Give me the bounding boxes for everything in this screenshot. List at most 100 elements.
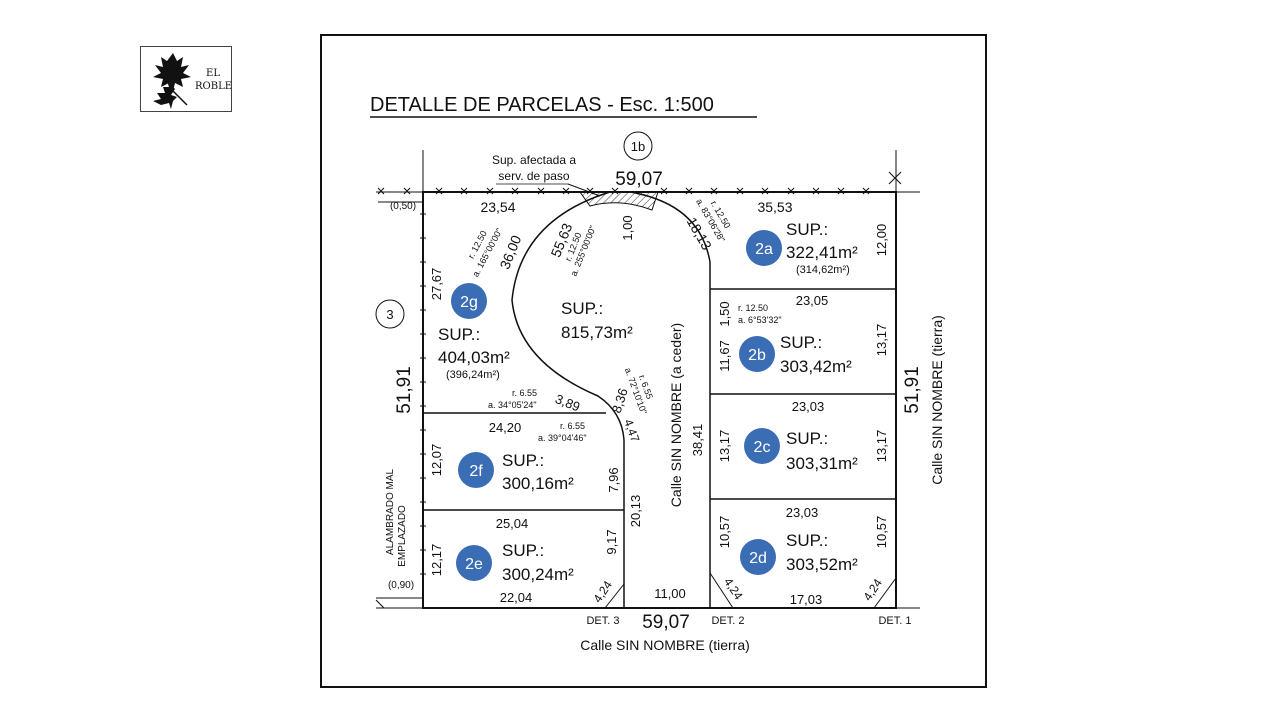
street-right-label: Calle SIN NOMBRE (tierra) <box>929 315 945 485</box>
dim-12-00: 12,00 <box>874 224 889 257</box>
parcel-2c: 2c SUP.: 303,31m² <box>744 428 858 473</box>
logo: EL ROBLE <box>140 46 232 112</box>
dim-13-17-2b: 13,17 <box>874 324 889 357</box>
dim-11-00: 11,00 <box>654 586 686 601</box>
curve-4-radius: r. 12.50 <box>738 303 768 313</box>
parcel-id-2d: 2d <box>749 550 767 567</box>
dim-9-17: 9,17 <box>604 529 619 554</box>
parcel-badge-2b <box>739 336 775 372</box>
dim-27-67: 27,67 <box>429 268 444 301</box>
parcel-sup-2b: SUP.: <box>780 333 822 352</box>
curve-7-radius: r. 6.55 <box>560 421 585 431</box>
curve-5-angle: a. 34°05'24" <box>488 400 537 410</box>
curve-4-angle: a. 6°53'32" <box>738 315 782 325</box>
parcel-area-2e: 300,24m² <box>502 565 574 584</box>
parcel-badge-2c <box>744 428 780 464</box>
parcel-id-2f: 2f <box>469 463 483 480</box>
parcel-area-2b: 303,42m² <box>780 357 852 376</box>
parcel-badge-2d <box>740 539 776 575</box>
parcel-sup-2a: SUP.: <box>786 220 828 239</box>
parcel-area-2a: 322,41m² <box>786 243 858 262</box>
block-boundary <box>422 191 897 609</box>
dim-4-24-2d-right: 4,24 <box>860 576 885 603</box>
easement-leader <box>567 183 601 197</box>
parcel-id-2g: 2g <box>460 294 478 311</box>
parcel-2f: 2f SUP.: 300,16m² <box>458 451 574 493</box>
fence-markers-left <box>375 213 426 609</box>
cul-de-sac-left-edge <box>511 191 625 608</box>
parcel-area-2d: 303,52m² <box>786 555 858 574</box>
parcel-sup-2c: SUP.: <box>786 429 828 448</box>
parcel-sup-2g: SUP.: <box>438 325 480 344</box>
dim-7-96: 7,96 <box>606 467 621 492</box>
dim-25-04: 25,04 <box>496 516 529 531</box>
parcel-sup-2e: SUP.: <box>502 541 544 560</box>
dim-bottom-total: 59,07 <box>642 612 690 633</box>
parcel-badge-2e <box>456 545 492 581</box>
dim-1-00: 1,00 <box>620 215 635 240</box>
parcel-badge-2a <box>746 230 782 266</box>
sheet-frame <box>320 34 987 688</box>
dim-4-24-2d-left: 4,24 <box>721 575 746 602</box>
cul-de-sac-sup: SUP.: <box>561 299 603 318</box>
dim-10-57-left: 10,57 <box>717 516 732 549</box>
parcel-alt-area-2a: (314,62m²) <box>796 264 850 276</box>
dim-8-36: 8,36 <box>609 386 631 415</box>
curve-5-radius: r. 6.55 <box>512 388 537 398</box>
parcel-2a: 2a SUP.: 322,41m² (314,62m²) <box>746 220 858 276</box>
easement-hatch <box>579 191 659 211</box>
chamfer-2d-left <box>709 572 734 609</box>
parcel-sup-2d: SUP.: <box>786 531 828 550</box>
dim-23-05: 23,05 <box>796 293 829 308</box>
detail-2-label: DET. 2 <box>711 615 744 627</box>
parcel-ref-3 <box>375 299 405 329</box>
parcel-2g: 2g SUP.: 404,03m² (396,24m²) <box>438 283 510 381</box>
dim-12-07: 12,07 <box>429 444 444 477</box>
easement-label-1: Sup. afectada a <box>492 153 576 167</box>
chamfer-2e <box>604 583 625 609</box>
parcel-area-2f: 300,16m² <box>502 474 574 493</box>
chamfer-2d-right <box>873 577 897 609</box>
dim-13-17-2c-left: 13,17 <box>717 430 732 463</box>
street-center-label: Calle SIN NOMBRE (a ceder) <box>668 323 684 507</box>
parcel-ref-1b <box>623 131 653 161</box>
parcel-area-2g: 404,03m² <box>438 348 510 367</box>
logo-text-line1: EL <box>206 68 220 79</box>
parcel-ref-3-label: 3 <box>386 307 393 322</box>
fence-markers-top <box>377 171 902 195</box>
detail-1-label: DET. 1 <box>878 615 911 627</box>
dim-right-total: 51,91 <box>902 366 923 414</box>
dim-12-17: 12,17 <box>429 544 444 577</box>
curve-7-angle: a. 39°04'46" <box>538 433 587 443</box>
dim-23-03-2d: 23,03 <box>786 505 819 520</box>
fence-note-line2: EMPLAZADO <box>397 505 408 567</box>
parcel-badge-2f <box>458 452 494 488</box>
parcel-id-2c: 2c <box>754 439 771 456</box>
dim-17-03: 17,03 <box>790 592 823 607</box>
dim-13-17-2c-right: 13,17 <box>874 430 889 463</box>
dim-38-41: 38,41 <box>690 424 705 457</box>
detail-3-label: DET. 3 <box>586 615 619 627</box>
dim-23-03-2c: 23,03 <box>792 399 825 414</box>
dim-11-67: 11,67 <box>717 340 732 372</box>
offset-top-label: (0,50) <box>390 201 416 212</box>
parcel-badge-2g <box>451 283 487 319</box>
parcel-id-2a: 2a <box>755 241 773 258</box>
dim-1-50: 1,50 <box>717 301 732 326</box>
parcel-id-2e: 2e <box>465 556 483 573</box>
parcel-2e: 2e SUP.: 300,24m² <box>456 541 574 584</box>
dim-22-04: 22,04 <box>500 590 533 605</box>
dim-4-24-2e: 4,24 <box>590 578 615 605</box>
logo-text: EL ROBLE <box>195 67 233 93</box>
cul-de-sac: SUP.: 815,73m² <box>561 299 633 342</box>
easement-label-2: serv. de paso <box>498 169 569 183</box>
dim-10-57-right: 10,57 <box>874 516 889 549</box>
offset-bottom-label: (0,90) <box>388 580 414 591</box>
plan-title: DETALLE DE PARCELAS - Esc. 1:500 <box>370 94 714 116</box>
dim-left-total: 51,91 <box>394 366 415 414</box>
oak-leaf-icon <box>153 53 191 109</box>
parcel-sup-2f: SUP.: <box>502 451 544 470</box>
logo-text-line2: ROBLE <box>195 81 233 92</box>
cul-de-sac-right-edge <box>629 191 711 608</box>
